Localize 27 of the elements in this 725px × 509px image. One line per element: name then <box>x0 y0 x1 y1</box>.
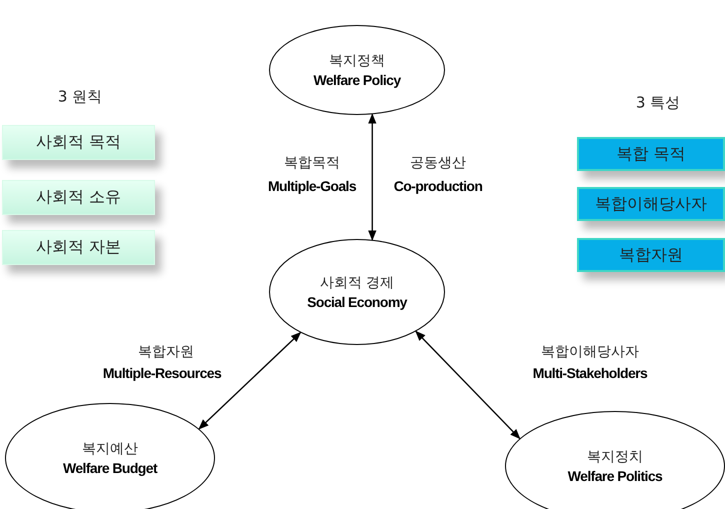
korean-title: 복지정책 <box>329 52 385 70</box>
korean-label: 복합목적 <box>284 154 340 172</box>
principle-box: 사회적 목적 <box>2 125 155 160</box>
double-arrow <box>198 332 302 430</box>
double-arrow <box>415 330 520 440</box>
korean-label: 복합이해당사자 <box>541 343 639 361</box>
principle-box: 사회적 자본 <box>2 230 155 265</box>
korean-label: 복합자원 <box>138 343 194 361</box>
english-title: Welfare Politics <box>568 468 662 484</box>
english-label: Multiple-Resources <box>102 365 222 381</box>
double-arrow <box>368 113 376 241</box>
feature-box: 복합 목적 <box>577 137 725 171</box>
korean-title: 사회적 경제 <box>320 274 394 292</box>
feature-box: 복합이해당사자 <box>577 187 725 221</box>
principle-box: 사회적 소유 <box>2 180 155 215</box>
feature-box: 복합자원 <box>577 238 725 272</box>
korean-label: 공동생산 <box>410 154 466 172</box>
english-title: Welfare Budget <box>62 460 158 476</box>
group-heading: 3 특성 <box>636 94 680 112</box>
korean-title: 복지예산 <box>82 440 138 458</box>
english-label: Co-production <box>394 178 482 194</box>
group-heading: 3 원칙 <box>58 88 102 106</box>
english-label: Multi-Stakeholders <box>532 365 648 381</box>
english-label: Multiple-Goals <box>268 178 356 194</box>
korean-title: 복지정치 <box>587 448 643 466</box>
english-title: Welfare Policy <box>313 72 401 88</box>
english-title: Social Economy <box>307 294 407 310</box>
